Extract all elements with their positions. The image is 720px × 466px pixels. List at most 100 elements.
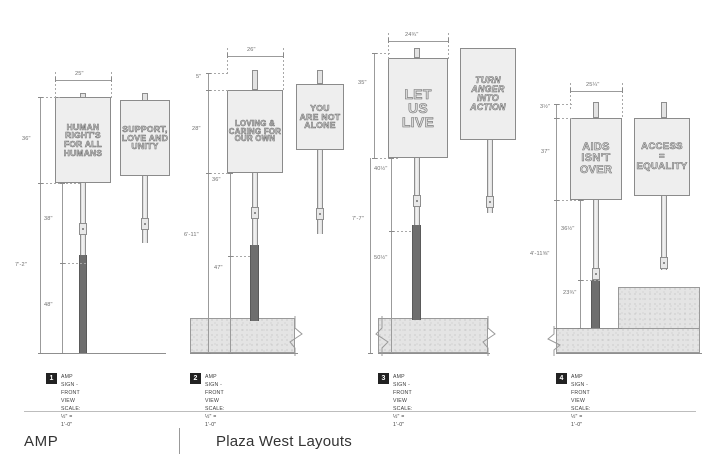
- post-bracket: [660, 257, 668, 269]
- dimension-label-width: 25¼": [586, 82, 600, 88]
- caption-scale: SCALE: ½" = 1'-0": [571, 406, 591, 429]
- sign-text-line: HUMANS: [63, 147, 103, 158]
- post-top-stub: [661, 102, 667, 118]
- dimension-line-28: [208, 90, 209, 173]
- dimension-tick: [38, 97, 43, 98]
- dimension-label-37: 37": [541, 149, 550, 155]
- sign-panel: LOVING & CARING FOR OUR OWN: [227, 90, 283, 173]
- extension-line: [55, 72, 56, 100]
- dimension-tick: [389, 158, 394, 159]
- dimension-label-23half: 23¾": [563, 290, 577, 296]
- sign-text-line: ISN'T: [581, 152, 611, 165]
- dimension-tick: [38, 353, 43, 354]
- extension-line: [558, 104, 574, 105]
- dimension-tick: [206, 90, 211, 91]
- dimension-tick: [578, 200, 583, 201]
- dimension-label-28: 28": [192, 126, 201, 132]
- break-line-icon: [375, 316, 389, 356]
- post-bracket: [316, 208, 324, 220]
- dimension-label-7-2: 7'-2": [15, 262, 27, 268]
- dimension-label-width: 25": [75, 71, 84, 77]
- dimension-label-48: 48": [44, 302, 53, 308]
- ground-line: [38, 353, 166, 354]
- concrete-foundation: [378, 318, 488, 353]
- dimension-line-48: [62, 263, 63, 353]
- caption-body: AMP SIGN - FRONT VIEW SCALE: ½" = 1'-0": [571, 373, 591, 429]
- dimension-tick: [228, 173, 233, 174]
- sign-post: [252, 90, 258, 318]
- dimension-tick: [368, 353, 373, 354]
- ground-line: [556, 353, 702, 354]
- dimension-line-35: [374, 53, 375, 158]
- extension-line: [210, 73, 230, 74]
- dimension-line-23half: [580, 280, 581, 328]
- caption-body: AMP SIGN - FRONT VIEW SCALE: ½" = 1'-0": [205, 373, 225, 429]
- sign-panel: YOU ARE NOT ALONE: [296, 84, 344, 150]
- dimension-line-width: [570, 91, 622, 92]
- dimension-label-width: 24¾": [405, 32, 419, 38]
- ground-line: [378, 353, 490, 354]
- dimension-label-36: 36": [212, 177, 221, 183]
- sign-panel: ACCESS = EQUALITY: [634, 118, 690, 196]
- sign-text-line: INTO: [476, 93, 500, 103]
- post-buried-section: [412, 225, 421, 320]
- break-line-icon: [547, 326, 561, 356]
- sign-text-line: LOVING &: [234, 118, 276, 128]
- footer-divider: [179, 428, 180, 454]
- caption-title: AMP SIGN - FRONT VIEW: [205, 374, 224, 405]
- sign-text-line: AIDS: [582, 141, 610, 154]
- dimension-tick: [578, 328, 583, 329]
- sign-text-line: ANGER: [471, 84, 505, 95]
- dimension-line-total: [370, 158, 371, 353]
- dimension-line-width: [55, 80, 111, 81]
- dimension-label-40half: 40½": [374, 166, 388, 172]
- extension-line: [232, 256, 252, 257]
- dimension-label-47: 47": [214, 265, 223, 271]
- caption-scale: SCALE: ½" = 1'-0": [61, 406, 81, 429]
- dimension-label-4-11: 4'-11⅝": [530, 251, 550, 257]
- caption-number: 2: [190, 373, 201, 384]
- dimension-tick: [55, 77, 56, 82]
- dimension-tick: [60, 183, 65, 184]
- dimension-tick: [372, 53, 377, 54]
- dimension-tick: [60, 263, 65, 264]
- dimension-label-35: 35": [358, 80, 367, 86]
- sign-text-line: ARE NOT: [299, 111, 341, 122]
- dimension-tick: [389, 231, 394, 232]
- concrete-foundation-lower: [556, 328, 700, 353]
- dimension-line-40half: [391, 158, 392, 231]
- post-buried-section: [79, 255, 87, 353]
- sign-text-line: SUPPORT,: [122, 123, 168, 134]
- dimension-tick: [111, 77, 112, 82]
- caption-title: AMP SIGN - FRONT VIEW: [61, 374, 80, 405]
- sign-text-line: UNITY: [131, 141, 159, 152]
- extension-line: [558, 200, 584, 201]
- post-bracket: [486, 196, 494, 208]
- dimension-line-37: [556, 118, 557, 200]
- extension-line: [376, 53, 392, 54]
- post-top-stub: [414, 48, 420, 58]
- dimension-label-6-11: 6'-11": [184, 232, 199, 238]
- dimension-line-36half: [580, 200, 581, 280]
- sign-text-line: HUMAN: [66, 121, 100, 132]
- post-top-stub: [317, 70, 323, 84]
- dimension-tick: [554, 328, 559, 329]
- caption-1: 1 AMP SIGN - FRONT VIEW SCALE: ½" = 1'-0…: [46, 373, 81, 429]
- extension-line: [227, 48, 228, 74]
- extension-line: [448, 33, 449, 60]
- dimension-label-5: 5": [196, 74, 202, 80]
- sign-panel: HUMAN RIGHT'S FOR ALL HUMANS: [55, 97, 111, 183]
- dimension-tick: [578, 280, 583, 281]
- dimension-label-7-7: 7'-7": [352, 216, 364, 222]
- dimension-tick: [372, 158, 377, 159]
- concrete-foundation: [190, 318, 295, 353]
- ground-line: [190, 353, 298, 354]
- dimension-line-main: [40, 97, 41, 353]
- dimension-tick: [38, 183, 43, 184]
- post-buried-section: [591, 280, 600, 328]
- sign-text-line: LIVE: [401, 114, 435, 131]
- extension-line: [582, 280, 600, 281]
- extension-line: [210, 90, 230, 91]
- sign-text-line: LET: [404, 85, 432, 102]
- caption-body: AMP SIGN - FRONT VIEW SCALE: ½" = 1'-0": [393, 373, 413, 429]
